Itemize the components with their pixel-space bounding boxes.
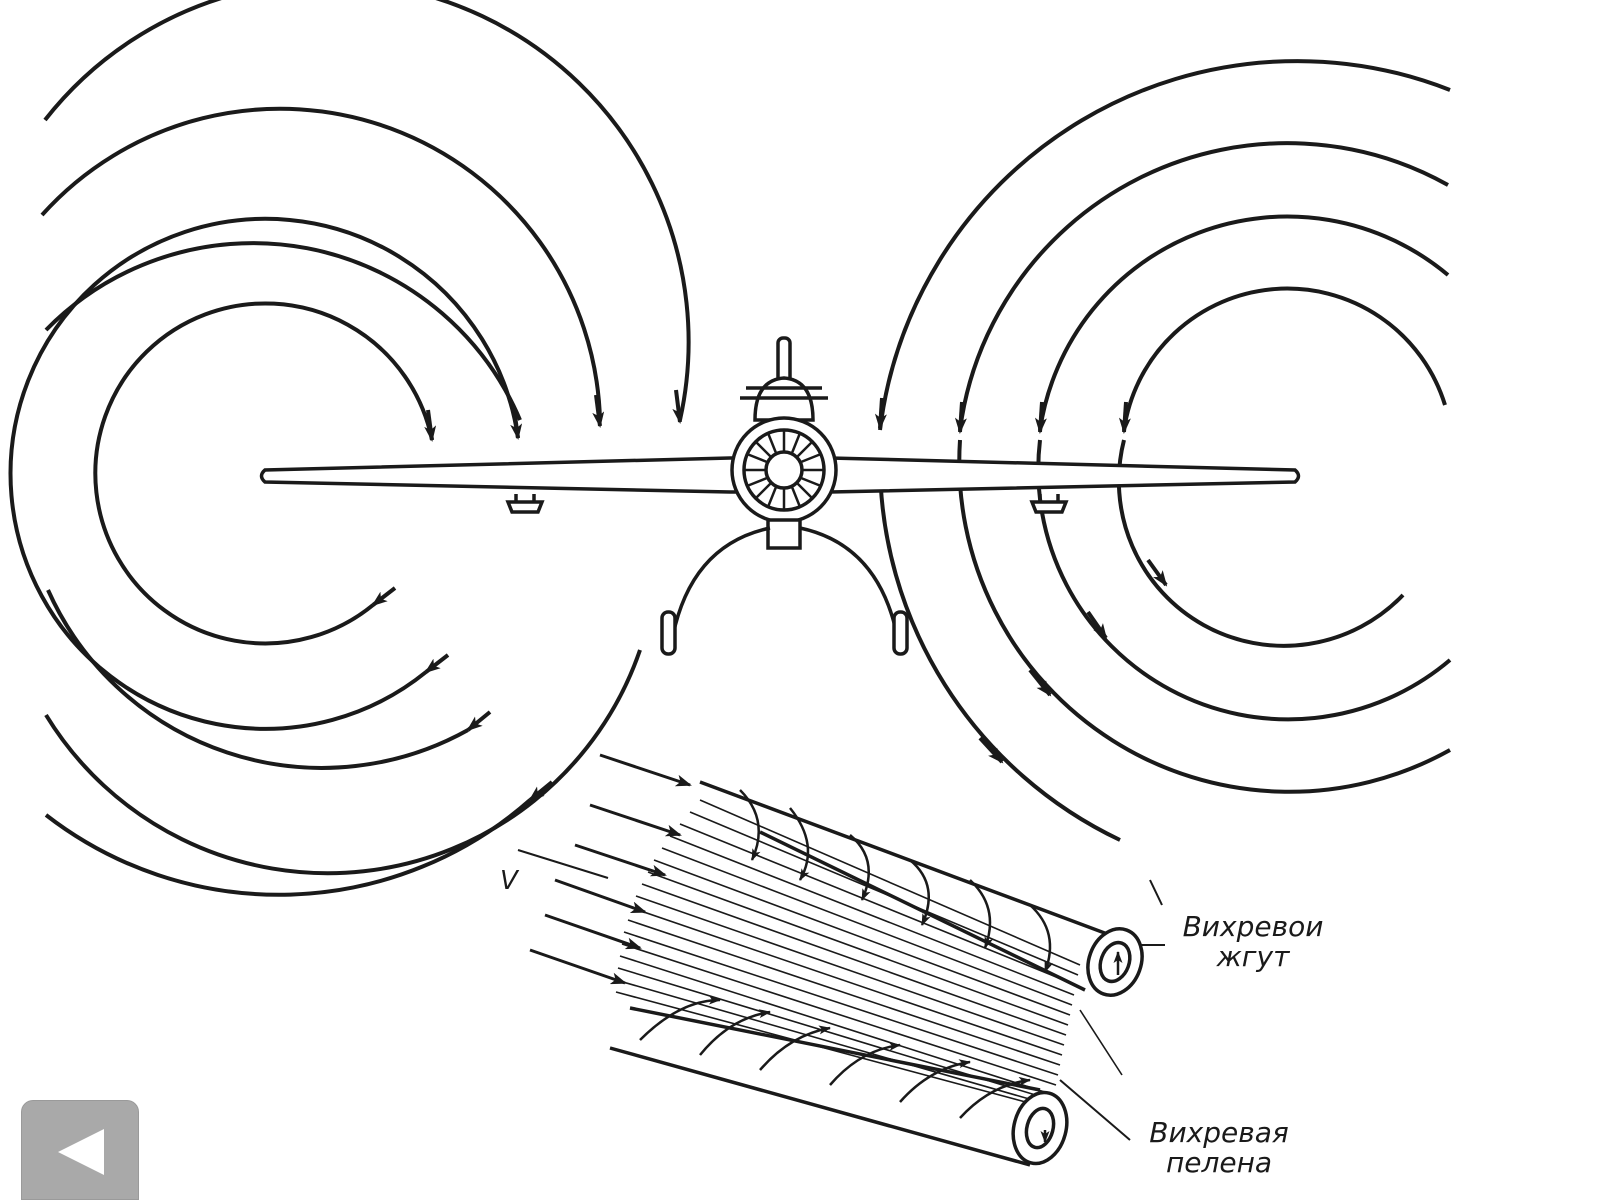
aircraft-front-view xyxy=(259,336,1301,656)
velocity-label: V xyxy=(500,866,518,896)
vortex-tube-label-text: Вихревои жгут xyxy=(1182,910,1324,973)
vortex-tube-lower xyxy=(609,1006,1069,1167)
vortex-tube-upper xyxy=(699,780,1144,997)
vortex-sheet-label-text: Вихревая пелена xyxy=(1149,1116,1289,1179)
label-leaders xyxy=(1059,879,1165,1141)
left-vortex-circulation xyxy=(8,0,691,897)
vortex-sheet-label: Вихревая пелена xyxy=(1134,1118,1304,1178)
vortex-tube-label: Вихревои жгут xyxy=(1168,912,1338,972)
back-button[interactable] xyxy=(21,1100,139,1200)
vortex-tube-upper-swirl xyxy=(739,789,1054,973)
freestream-velocity-arrows xyxy=(517,753,692,985)
landing-gear-left xyxy=(670,526,771,641)
triangle-left-icon xyxy=(58,1129,104,1175)
vortex-tube-lower-swirl xyxy=(639,995,1031,1119)
vortex-wake-sheet xyxy=(615,799,1123,1109)
right-vortex-arrows xyxy=(874,397,1168,764)
right-vortex-circulation xyxy=(877,59,1452,842)
left-vortex-arrows xyxy=(371,389,685,802)
landing-gear-right xyxy=(799,526,900,641)
